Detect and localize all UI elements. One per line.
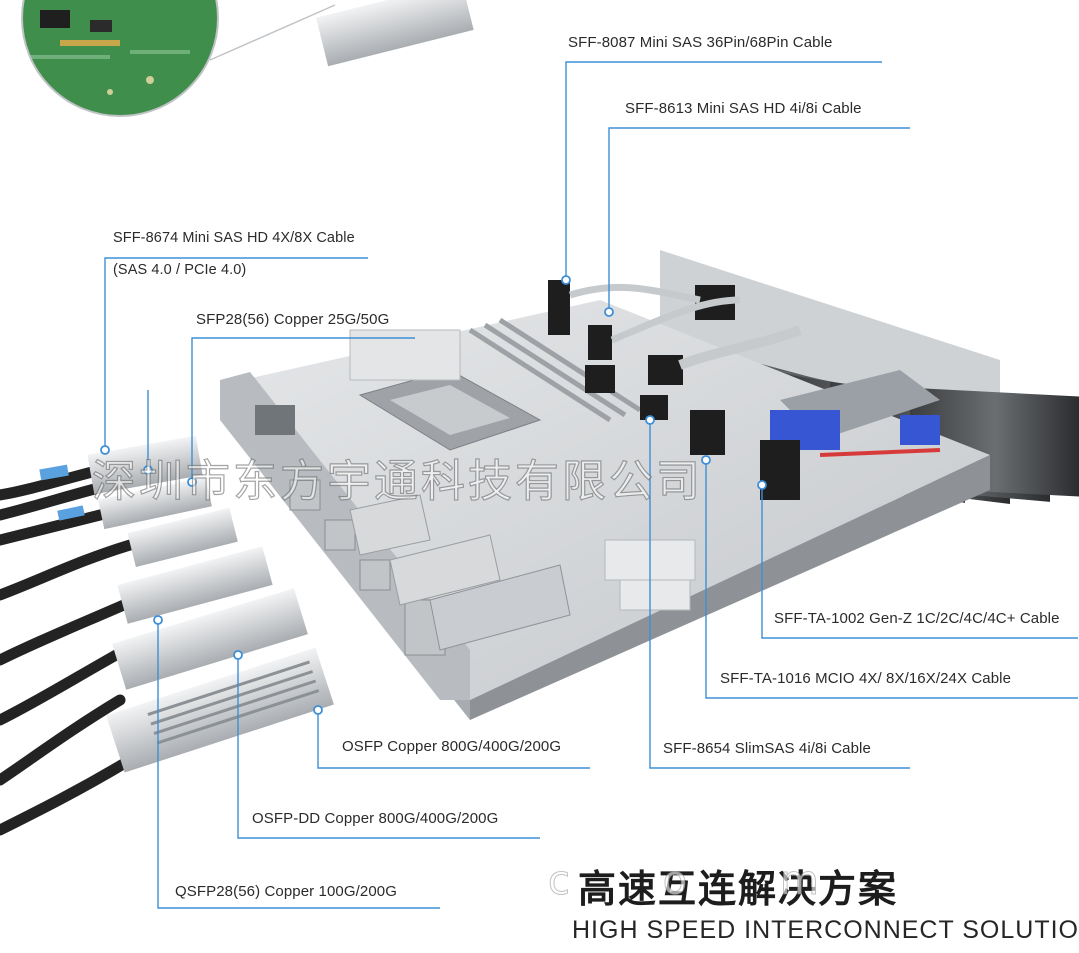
- motherboard: [220, 280, 990, 720]
- label-sfp28: SFP28(56) Copper 25G/50G: [196, 311, 390, 328]
- solution-title-english: HIGH SPEED INTERCONNECT SOLUTION: [572, 916, 1079, 944]
- company-watermark: 深圳市东方宇通科技有限公司: [91, 455, 703, 507]
- solution-title-chinese: 高速互连解决方案: [578, 867, 899, 911]
- external-cables: [0, 435, 334, 836]
- label-sff-ta-1002: SFF-TA-1002 Gen-Z 1C/2C/4C/4C+ Cable: [774, 610, 1060, 627]
- pcb-inset: [21, 0, 474, 117]
- label-sff-8087: SFF-8087 Mini SAS 36Pin/68Pin Cable: [568, 34, 833, 51]
- label-osfp-dd: OSFP-DD Copper 800G/400G/200G: [252, 810, 499, 827]
- label-qsfp28: QSFP28(56) Copper 100G/200G: [175, 883, 397, 900]
- label-sff-8654: SFF-8654 SlimSAS 4i/8i Cable: [663, 740, 871, 757]
- title-watermark: c o m: [548, 858, 859, 905]
- label-sff-8613: SFF-8613 Mini SAS HD 4i/8i Cable: [625, 100, 862, 117]
- label-osfp: OSFP Copper 800G/400G/200G: [342, 738, 562, 755]
- leader-dots: [100, 275, 767, 715]
- label-sff-8674-subtitle: (SAS 4.0 / PCIe 4.0): [113, 262, 247, 278]
- leader-lines: [104, 61, 1078, 909]
- label-sff-8674: SFF-8674 Mini SAS HD 4X/8X Cable: [113, 230, 355, 246]
- label-sff-ta-1016: SFF-TA-1016 MCIO 4X/ 8X/16X/24X Cable: [720, 670, 1012, 687]
